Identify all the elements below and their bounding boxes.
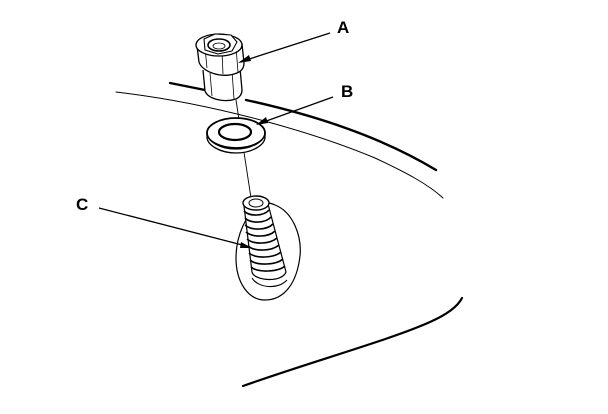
- arrowhead-a: [238, 55, 251, 63]
- housing-outline: [115, 81, 464, 388]
- leader-lines: [98, 32, 334, 248]
- arrowhead-b: [256, 117, 268, 125]
- leader-arrowheads: [238, 55, 268, 248]
- leader-line-c: [98, 207, 251, 248]
- leader-line-b: [257, 96, 334, 125]
- wheel-stud: [242, 195, 288, 288]
- housing-inner-curve: [115, 91, 444, 199]
- stud-shank: [243, 203, 287, 281]
- lug-nut: [195, 33, 245, 102]
- housing-lower-curve: [241, 296, 464, 388]
- washer: [206, 117, 266, 154]
- callout-label-c: C: [76, 195, 88, 214]
- housing-upper-edge-left: [168, 81, 207, 92]
- callout-label-a: A: [337, 18, 349, 37]
- arrowhead-c: [240, 242, 252, 248]
- stud-threads: [243, 209, 286, 272]
- washer-inner: [217, 122, 253, 142]
- housing-upper-edge-right: [244, 98, 438, 172]
- leader-line-a: [239, 32, 331, 63]
- callout-label-b: B: [341, 82, 353, 101]
